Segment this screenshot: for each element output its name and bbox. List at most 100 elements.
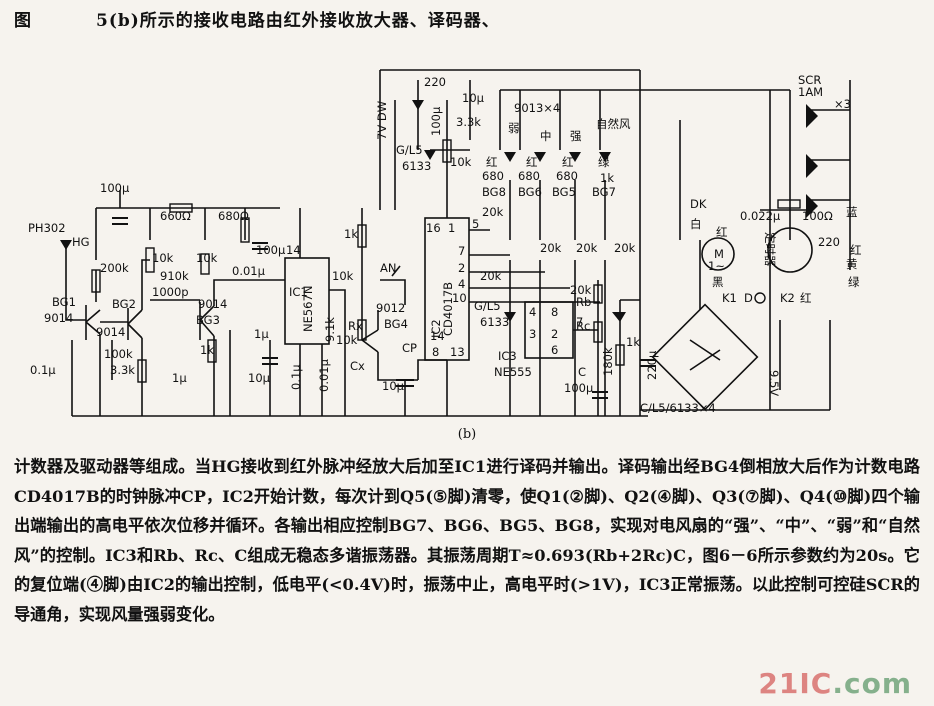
r200k-label: 200k: [100, 261, 129, 275]
bg2-type: 9014: [96, 325, 125, 339]
bg8-label: BG8: [482, 185, 506, 199]
r1k-b-label: 1k: [344, 227, 358, 241]
bg1-type: 9014: [44, 311, 73, 325]
c01u-b-label: 0.1μ: [289, 364, 303, 390]
c001u-b-label: 0.01μ: [317, 358, 331, 392]
c1u-a-label: 1μ: [172, 371, 187, 385]
c220u-label: 220μ: [645, 350, 659, 380]
rb-label: Rb: [576, 295, 591, 309]
scr6133-b-label: 6133: [480, 315, 509, 329]
r20k-d-label: 20k: [614, 241, 636, 255]
pin14b-label: 14: [430, 329, 445, 343]
c001u-a-label: 0.01μ: [232, 264, 266, 278]
q9013-label: 9013×4: [514, 101, 560, 115]
hong1-label: 红: [486, 155, 498, 169]
r20k-c-label: 20k: [576, 241, 598, 255]
ph302-label: PH302: [28, 221, 66, 235]
r660-label: 660Ω: [160, 209, 191, 223]
circuit-components: [60, 100, 818, 399]
pin5-label: 5: [472, 217, 479, 231]
hong-m-label: 红: [716, 225, 728, 239]
c1000p-label: 1000p: [152, 285, 189, 299]
ic3-pin4: 4: [529, 305, 536, 319]
d-label: D: [744, 291, 753, 305]
r10k-d-label: 10k: [332, 269, 354, 283]
c10u-a-label: 10μ: [248, 371, 271, 385]
v95-label: 9.5V: [767, 370, 781, 396]
watermark-c: .com: [832, 667, 912, 700]
c1u-b-label: 1μ: [254, 327, 269, 341]
c01-label: 0.1μ: [30, 363, 56, 377]
cp-label: CP: [402, 341, 417, 355]
ic3-pin7: 7: [576, 315, 583, 329]
pin1-label: 1: [448, 221, 455, 235]
bridge-label: C/L5/6133×4: [640, 401, 716, 415]
c-ic3-label: C: [578, 365, 586, 379]
bai-label: 白: [690, 217, 702, 231]
r20k-e-label: 20k: [480, 269, 502, 283]
r680-c-label: 680: [556, 169, 578, 183]
lv-label: 绿: [598, 155, 610, 169]
r100o-label: 100Ω: [802, 209, 833, 223]
circuit-labels: PH302 HG BG1 9014 0.1μ 9014 BG2 100k 3.3…: [28, 73, 862, 415]
pin14-label: 14: [286, 243, 301, 257]
gl5-b-label: G/L5: [474, 299, 501, 313]
pin8-label: 8: [432, 345, 439, 359]
r10k-a-label: 10k: [152, 251, 174, 265]
scr-label: SCR: [798, 73, 821, 87]
ic2-label: IC2: [429, 319, 443, 338]
c022-label: 0.022μ: [740, 209, 781, 223]
ic1-label: IC1: [289, 285, 308, 299]
figure-label: 图: [14, 11, 32, 31]
ic3-pin2: 2: [551, 327, 558, 341]
figure-caption: (b): [457, 427, 477, 442]
motor-m-label: M: [714, 247, 724, 261]
scr6133-a-label: 6133: [402, 159, 431, 173]
r1k-a-label: 1k: [200, 343, 214, 357]
pin10-label: 10: [452, 291, 467, 305]
lan-label: 蓝: [846, 205, 858, 219]
bg5-label: BG5: [552, 185, 576, 199]
watermark-logo: 21IC.com: [758, 667, 912, 700]
v220-label: 220: [818, 235, 840, 249]
hong-r-label: 红: [850, 243, 862, 257]
ziran-label: 自然风: [596, 117, 631, 131]
r33k-b-label: 3.3k: [456, 115, 481, 129]
ic3-label: IC3: [498, 349, 517, 363]
huang-label: 黄: [846, 257, 858, 271]
bg4-label: BG4: [384, 317, 408, 331]
cd4017b-label: CD4017B: [441, 282, 455, 336]
ic3-pin6: 6: [551, 343, 558, 357]
r1k-d-label: 1k: [626, 335, 640, 349]
zhong-label: 中: [540, 129, 552, 143]
r680-label: 680Ω: [218, 209, 249, 223]
pin2-label: 2: [458, 261, 465, 275]
r10k-c-label: 10k: [336, 333, 358, 347]
rx-label: Rx: [348, 319, 363, 333]
bg6-label: BG6: [518, 185, 542, 199]
hong-k-label: 红: [800, 291, 812, 305]
zener-label: 7V DW: [375, 101, 389, 140]
r33k-a-label: 3.3k: [110, 363, 135, 377]
dingshi-label: 定时器: [763, 232, 777, 267]
an-label: AN: [380, 261, 396, 275]
dk-label: DK: [690, 197, 707, 211]
hei-label: 黑: [712, 275, 724, 289]
c10u-c-label: 10μ: [462, 91, 485, 105]
r20k-f-label: 20k: [570, 283, 592, 297]
hong2-label: 红: [526, 155, 538, 169]
c100u-d-label: 100μ: [564, 381, 594, 395]
bg2-label: BG2: [112, 297, 136, 311]
k2-label: K2: [780, 291, 795, 305]
circuit-wires: [65, 69, 851, 417]
r10k-b-label: 10k: [196, 251, 218, 265]
c10u-b-label: 10μ: [382, 379, 405, 393]
scr-part-label: 1AM: [798, 85, 823, 99]
cx-label: Cx: [350, 359, 365, 373]
r680-b-label: 680: [518, 169, 540, 183]
r91k-label: 9.1k: [323, 317, 337, 342]
bg4-type: 9012: [376, 301, 405, 315]
pin7-label: 7: [458, 244, 465, 258]
r10k-e-label: 10k: [450, 155, 472, 169]
